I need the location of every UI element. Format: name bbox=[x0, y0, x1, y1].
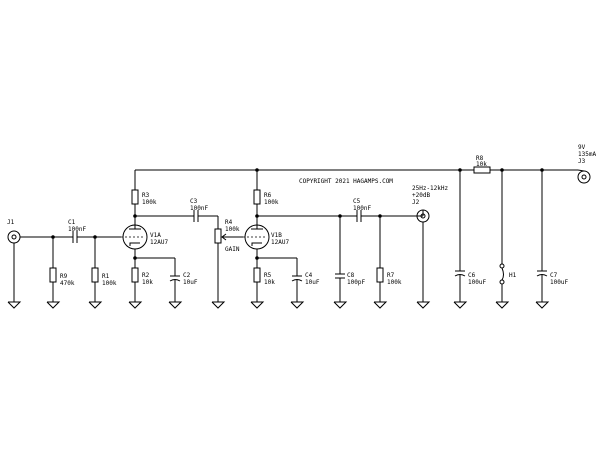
c1-value: 100nF bbox=[68, 226, 86, 233]
capacitor-c7: C7 100uF bbox=[535, 270, 568, 309]
r6-value: 100k bbox=[264, 199, 279, 206]
r3-value: 100k bbox=[142, 199, 157, 206]
tube-v1b: V1B 12AU7 bbox=[243, 224, 289, 268]
r1-value: 100k bbox=[102, 280, 117, 287]
resistor-r8: R8 10k bbox=[473, 155, 491, 174]
r4-value: 100k bbox=[225, 226, 240, 233]
c6-ref: C6 bbox=[468, 272, 476, 279]
r4-name: GAIN bbox=[225, 246, 240, 253]
tube-v1a: V1A 12AU7 bbox=[121, 224, 168, 268]
c7-value: 100uF bbox=[550, 279, 568, 286]
resistor-r6: R6 100k bbox=[253, 189, 279, 224]
r1-ref: R1 bbox=[102, 273, 110, 280]
r9-value: 470k bbox=[60, 280, 75, 287]
resistor-r3: R3 100k bbox=[131, 189, 157, 224]
j2-ref: J2 bbox=[412, 199, 420, 206]
copyright-text: COPYRIGHT 2021 HAGAMPS.COM bbox=[299, 178, 393, 185]
v1b-plate-wiring bbox=[255, 210, 424, 218]
c1-ref: C1 bbox=[68, 219, 76, 226]
r3-ref: R3 bbox=[142, 192, 150, 199]
j1-ref: J1 bbox=[7, 219, 15, 226]
c4-value: 10uF bbox=[305, 279, 320, 286]
c3-ref: C3 bbox=[190, 198, 198, 205]
capacitor-c4: C4 10uF bbox=[257, 257, 320, 309]
resistor-r2: R2 10k bbox=[128, 267, 153, 309]
resistor-r7: R7 100k bbox=[373, 216, 402, 309]
c8-value: 100pF bbox=[347, 279, 365, 286]
h1-ref: H1 bbox=[509, 272, 517, 279]
r8-value: 10k bbox=[476, 161, 487, 168]
v1a-plate-wiring bbox=[133, 214, 219, 229]
capacitor-c8: C8 100pF bbox=[333, 216, 365, 309]
resistor-r1: R1 100k bbox=[88, 237, 117, 309]
capacitor-c1: C1 100nF bbox=[68, 219, 86, 243]
supply-rail bbox=[134, 168, 578, 271]
r9-ref: R9 bbox=[60, 273, 68, 280]
input-jack-j1: J1 bbox=[7, 219, 21, 309]
capacitor-c5: C5 100nF bbox=[353, 198, 371, 222]
v1b-type: 12AU7 bbox=[271, 239, 289, 246]
capacitor-c3: C3 100nF bbox=[190, 198, 208, 222]
r2-value: 10k bbox=[142, 279, 153, 286]
resistor-r9: R9 470k bbox=[46, 237, 75, 309]
c5-ref: C5 bbox=[353, 198, 361, 205]
c3-value: 100nF bbox=[190, 205, 208, 212]
v1a-type: 12AU7 bbox=[150, 239, 168, 246]
r5-value: 10k bbox=[264, 279, 275, 286]
c4-ref: C4 bbox=[305, 272, 313, 279]
input-wiring bbox=[20, 235, 121, 239]
j3-ref: J3 bbox=[578, 158, 586, 165]
gain-potentiometer-r4: R4 100k GAIN bbox=[211, 219, 243, 309]
capacitor-c6: C6 100uF bbox=[453, 270, 486, 309]
c2-value: 10uF bbox=[183, 279, 198, 286]
r2-ref: R2 bbox=[142, 272, 150, 279]
power-jack-j3: 9V 135mA J3 bbox=[577, 144, 596, 184]
output-jack-j2: 25Hz-12kHz +20dB J2 bbox=[412, 185, 449, 309]
heater-h1: H1 bbox=[495, 263, 517, 309]
v1b-ref: V1B bbox=[271, 232, 282, 239]
c8-ref: C8 bbox=[347, 272, 355, 279]
j3-value-1: 9V bbox=[578, 144, 586, 151]
c6-value: 100uF bbox=[468, 279, 486, 286]
c5-value: 100nF bbox=[353, 205, 371, 212]
c2-ref: C2 bbox=[183, 272, 191, 279]
v1a-ref: V1A bbox=[150, 232, 161, 239]
resistor-r5: R5 10k bbox=[250, 267, 275, 309]
j3-value-2: 135mA bbox=[578, 151, 596, 158]
r7-ref: R7 bbox=[387, 272, 395, 279]
c7-ref: C7 bbox=[550, 272, 558, 279]
r6-ref: R6 bbox=[264, 192, 272, 199]
j2-note-2: +20dB bbox=[412, 192, 430, 199]
r5-ref: R5 bbox=[264, 272, 272, 279]
j2-note-1: 25Hz-12kHz bbox=[412, 185, 449, 192]
r8-ref: R8 bbox=[476, 155, 484, 162]
capacitor-c2: C2 10uF bbox=[135, 257, 198, 309]
r7-value: 100k bbox=[387, 279, 402, 286]
r4-ref: R4 bbox=[225, 219, 233, 226]
